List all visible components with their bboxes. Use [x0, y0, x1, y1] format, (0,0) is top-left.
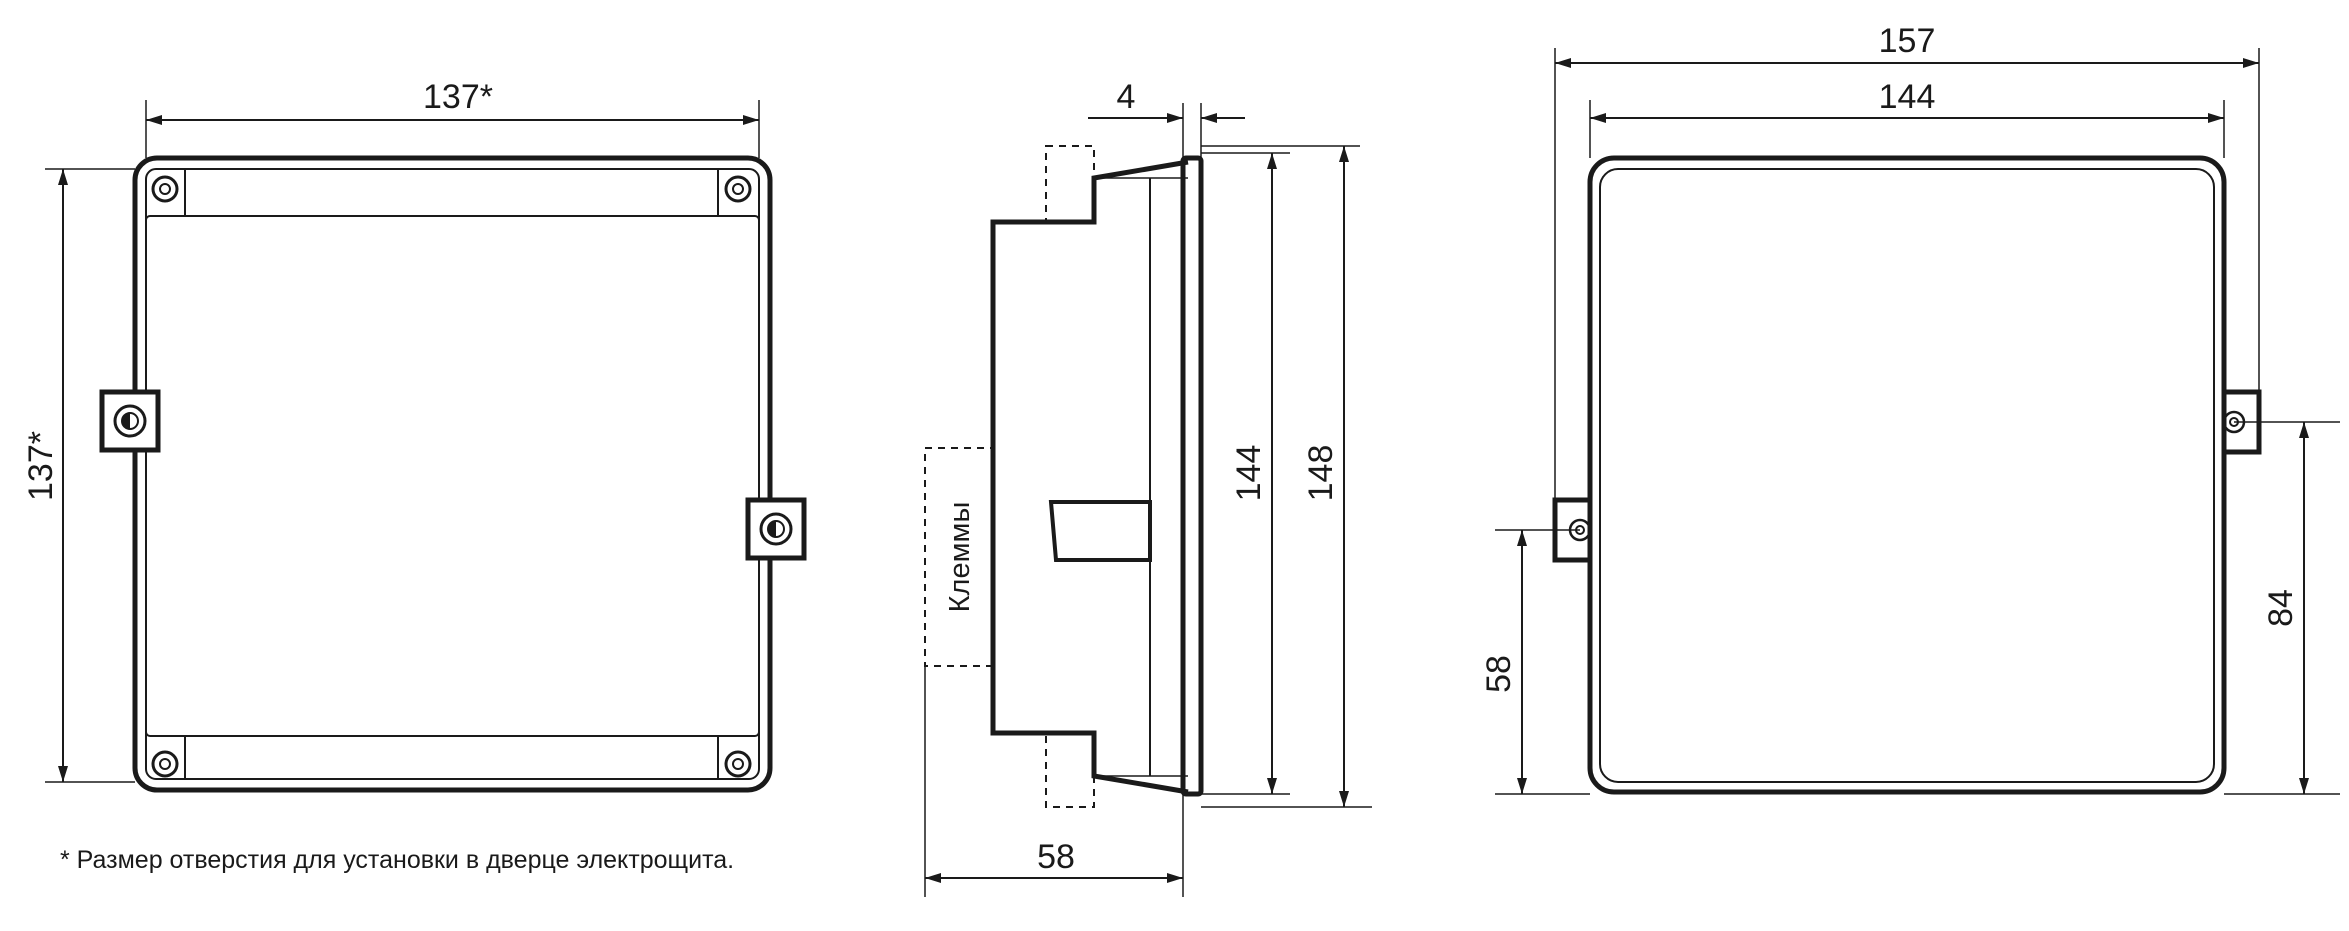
screw-icon [151, 750, 179, 778]
front-outer-frame [132, 155, 773, 793]
mounting-clip [1048, 500, 1152, 562]
clamp-icon [99, 389, 161, 453]
total-depth-label: 58 [1037, 838, 1075, 876]
housing-profile [990, 159, 1189, 795]
bezel [1180, 155, 1204, 797]
right-offset-label: 84 [2262, 589, 2300, 627]
clamp-icon [745, 497, 807, 561]
back-inner-frame [1599, 168, 2215, 783]
front-panel [145, 215, 760, 737]
screw-icon [151, 175, 179, 203]
front-inner-frame [145, 168, 760, 780]
side-view: Клеммы 4 144 148 58 [924, 78, 1372, 897]
footnote: * Размер отверстия для установки в дверц… [60, 846, 734, 874]
outer-width-label: 157 [1879, 22, 1936, 60]
outer-height-label: 148 [1302, 445, 1340, 502]
terminals-label: Клеммы [944, 502, 976, 613]
screw-icon [724, 750, 752, 778]
back-outer-frame [1587, 155, 2227, 795]
screw-icon [724, 175, 752, 203]
back-view: 157 144 58 84 [1480, 22, 2340, 795]
front-view: 137* 137* [22, 78, 807, 793]
front-height-label: 137* [22, 431, 60, 501]
left-offset-label: 58 [1480, 655, 1518, 693]
inner-height-label: 144 [1230, 445, 1268, 502]
inner-width-label: 144 [1879, 78, 1936, 116]
front-width-label: 137* [423, 78, 493, 116]
bezel-depth-label: 4 [1117, 78, 1136, 116]
